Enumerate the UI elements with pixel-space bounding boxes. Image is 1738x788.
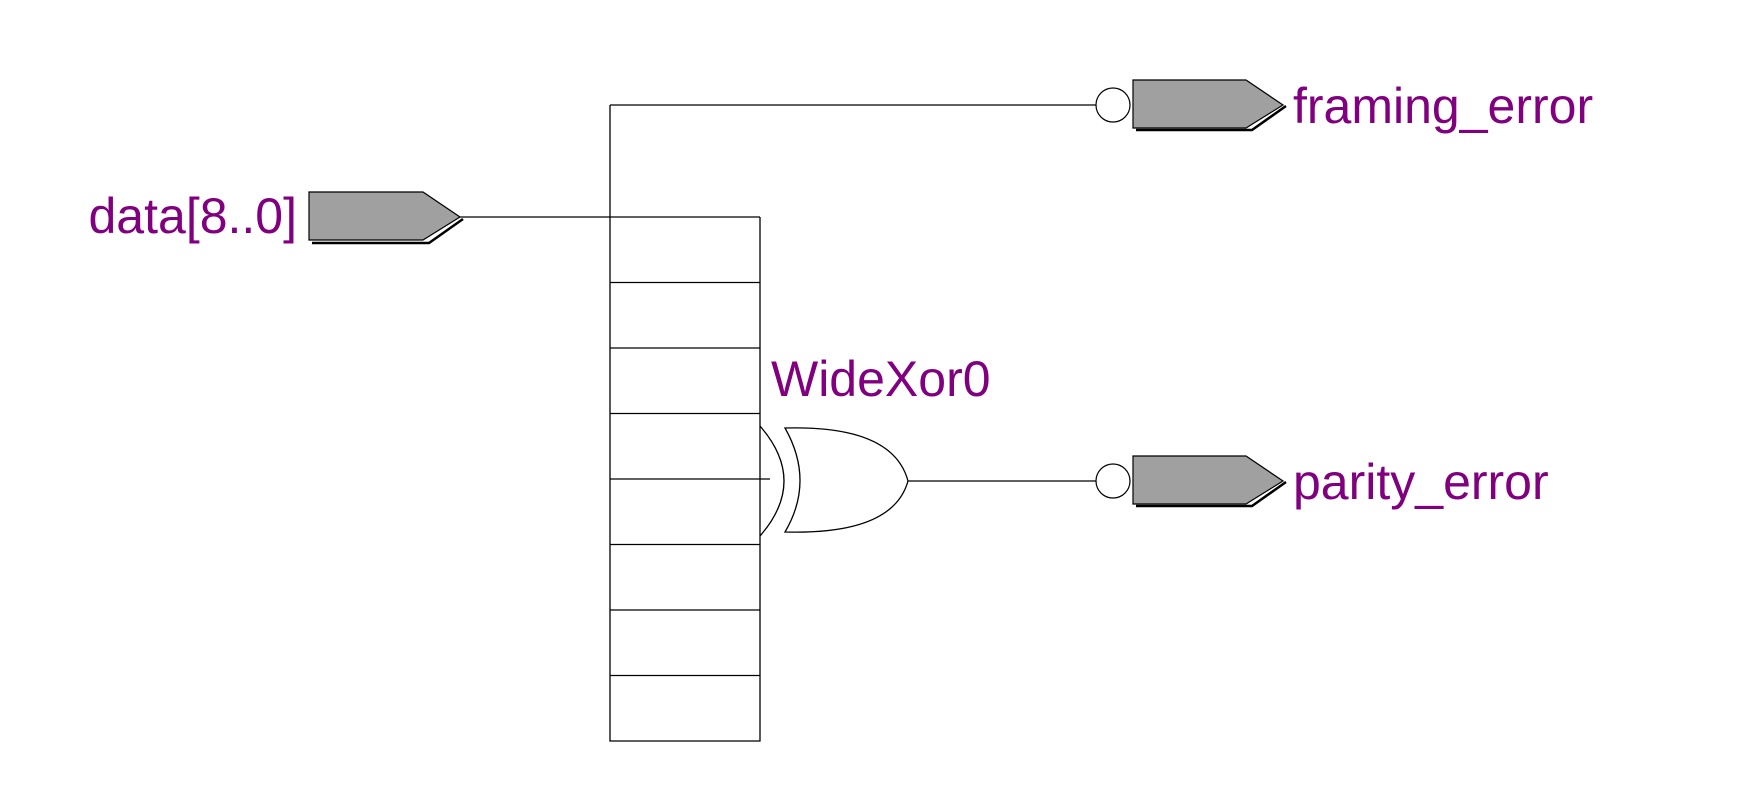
bus-trunk	[609, 105, 761, 742]
output-pin-parity-error-label: parity_error	[1293, 454, 1549, 510]
bus-tap-lines	[610, 281, 770, 677]
output-pin-parity-error[interactable]	[1095, 455, 1287, 508]
input-pin-data-shape	[308, 191, 462, 241]
output-pin-framing-error-label: framing_error	[1293, 78, 1593, 134]
input-pin-data-label: data[8..0]	[89, 188, 298, 244]
input-pin-data[interactable]	[308, 191, 464, 245]
output-pin-framing-error[interactable]	[1095, 79, 1287, 132]
inverter-bubble-parity-error	[1095, 463, 1131, 499]
output-pin-parity-error-shape	[1132, 455, 1285, 505]
output-pin-framing-error-shape	[1132, 79, 1285, 129]
xor-gate-extra-curve	[759, 425, 785, 537]
bus-wires	[460, 104, 1096, 742]
xor-gate-body	[783, 427, 909, 533]
xor-gate-widexor0[interactable]	[759, 425, 1096, 537]
inverter-bubble-framing-error	[1095, 87, 1131, 123]
gate-label-widexor0: WideXor0	[771, 351, 991, 407]
